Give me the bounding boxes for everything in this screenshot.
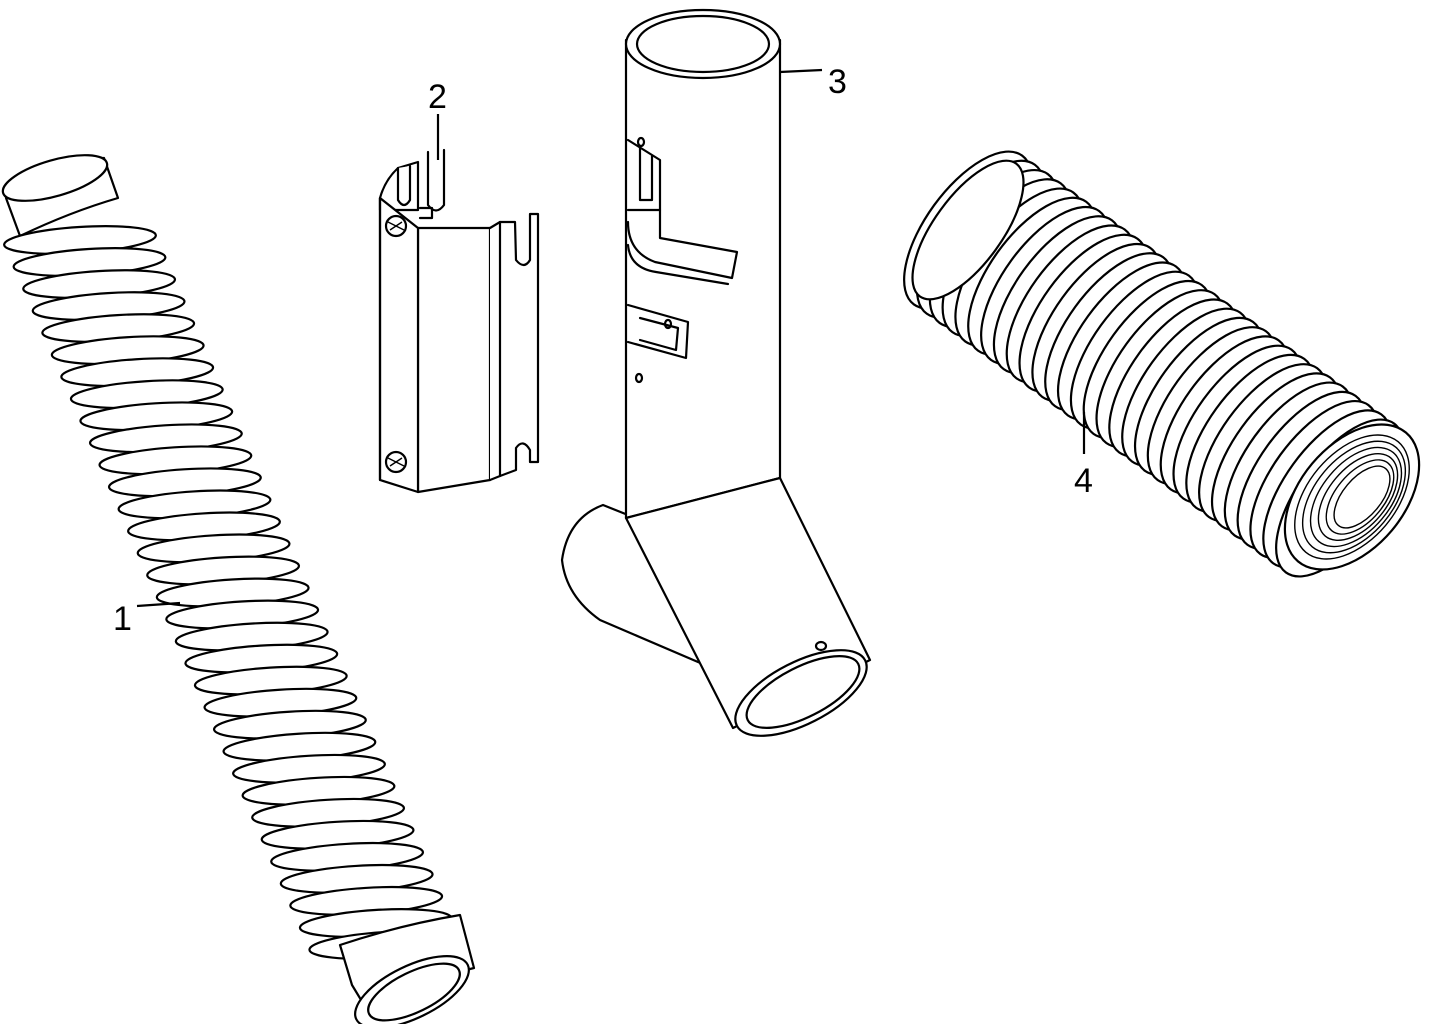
corrugated-hose-long-icon [1,154,476,1024]
callout-3: 3 [779,63,847,101]
mounting-clamp-bracket-icon [378,148,540,494]
callout-4: 4 [1074,412,1093,500]
callout-1: 1 [113,600,181,638]
y-branch-pipe-icon [560,8,872,737]
callout-label-1: 1 [113,600,132,638]
corrugated-hose-short-icon [903,150,1421,578]
callout-2: 2 [428,78,447,160]
callout-label-3: 3 [828,63,847,101]
callout-label-2: 2 [428,78,447,116]
callout-label-4: 4 [1074,462,1093,500]
